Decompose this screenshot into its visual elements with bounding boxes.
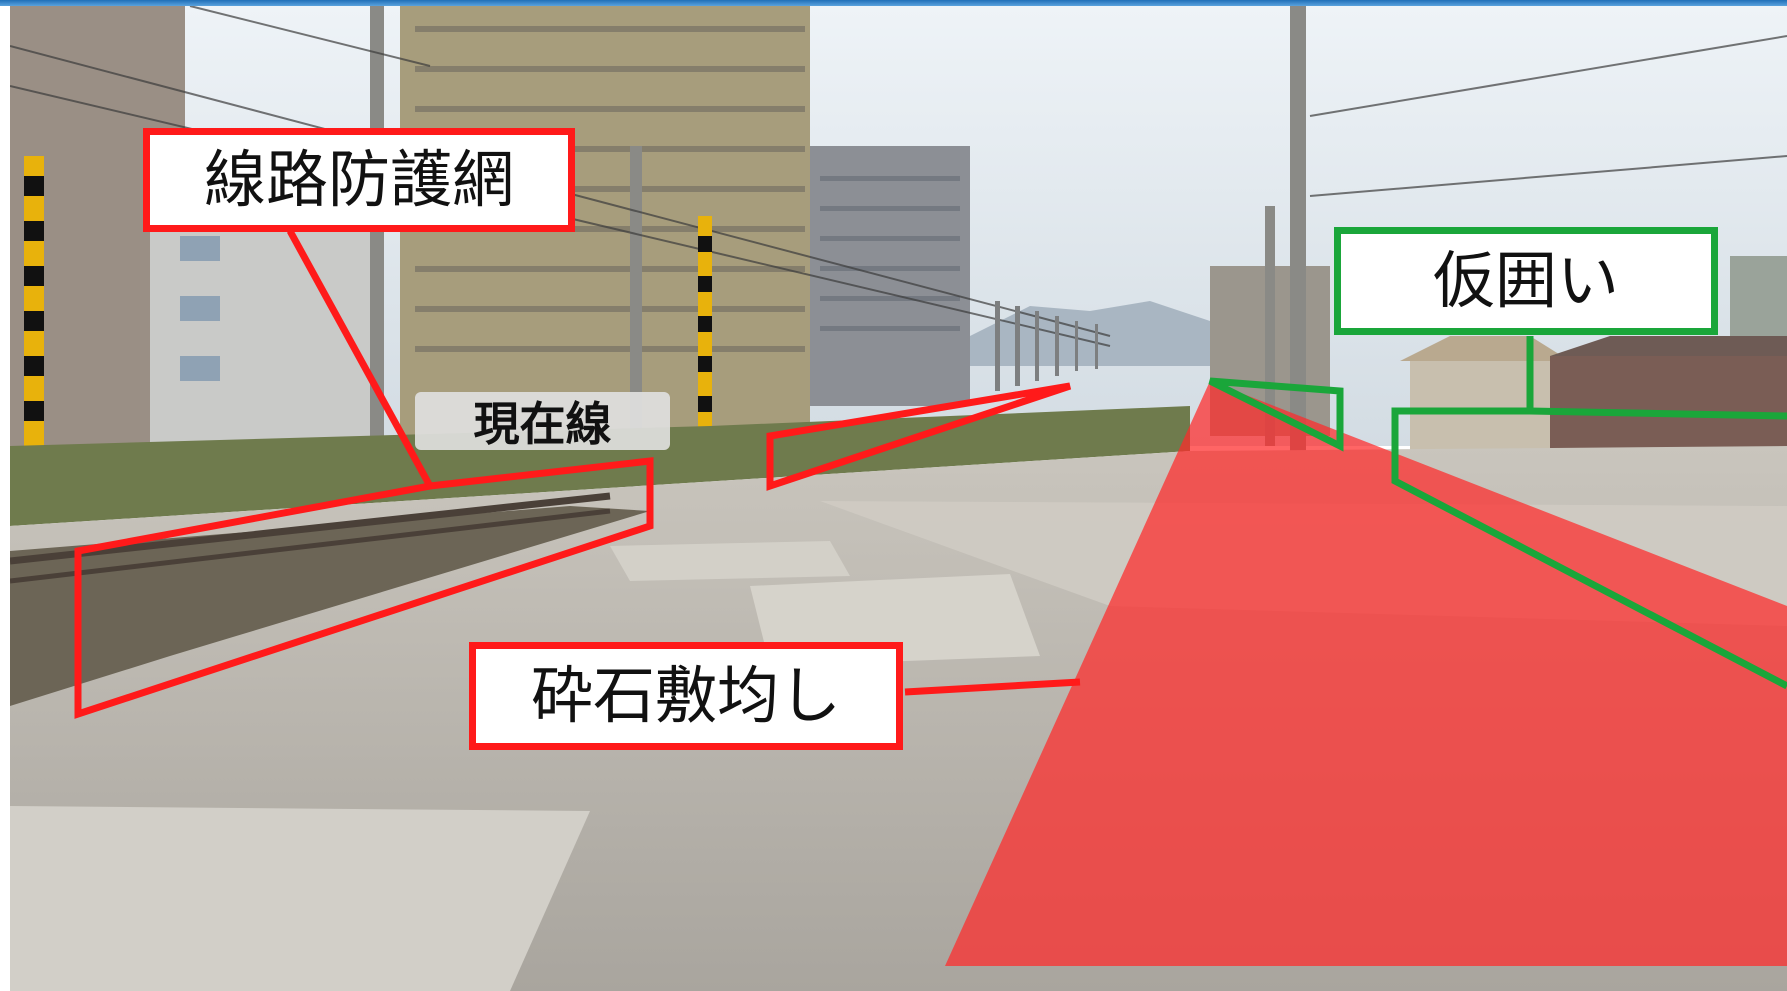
mountains — [970, 301, 1210, 366]
concrete-slab — [10, 806, 590, 991]
concrete-slab — [610, 541, 850, 581]
track-ballast — [10, 506, 650, 706]
catenary-masts — [995, 301, 1098, 391]
crossing-poles — [24, 156, 712, 486]
crushed-stone-leveling-label: 砕石敷均し — [469, 642, 903, 750]
rail — [10, 508, 611, 584]
green-leader-lines — [1208, 336, 1787, 690]
track-protection-net-label: 線路防護網 — [143, 128, 575, 232]
utility-poles — [370, 6, 1306, 476]
temporary-enclosure-label: 仮囲い — [1334, 227, 1718, 335]
work-area-overlay — [945, 381, 1787, 966]
existing-line-label: 現在線 — [415, 392, 670, 451]
rail — [10, 492, 611, 565]
red-leader-lines — [74, 229, 1081, 719]
top-rule — [0, 0, 1787, 6]
